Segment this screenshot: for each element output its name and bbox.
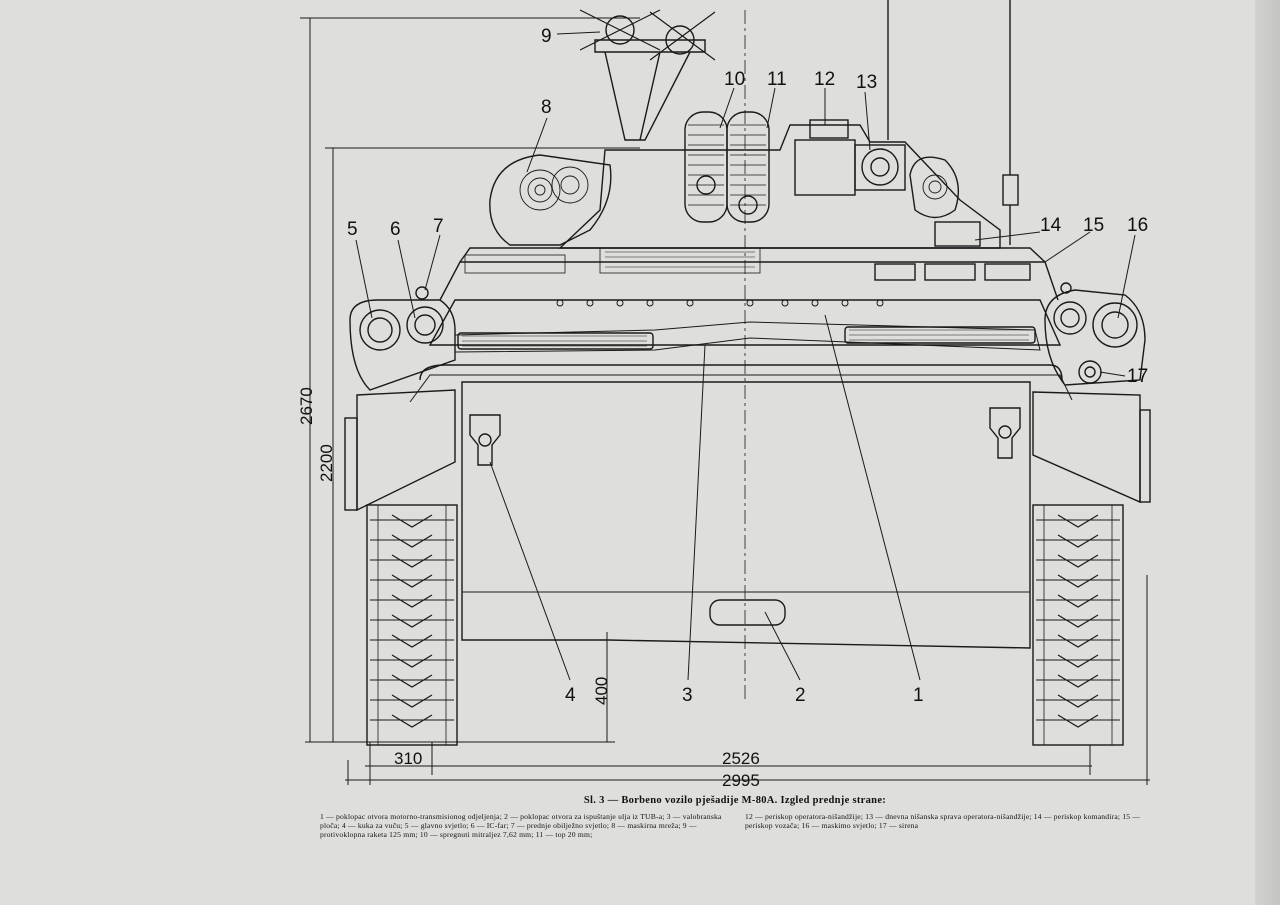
dim-track-gauge: 2526 (722, 749, 760, 768)
callout-15: 15 (1083, 215, 1104, 236)
legend-right: 12 — periskop operatora-nišandžije; 13 —… (745, 812, 1141, 831)
missile-launcher (579, 9, 716, 141)
caption-title: Sl. 3 — Borbeno vozilo pješadije M-80A. … (583, 795, 887, 806)
guns (684, 111, 770, 223)
right-track (1032, 504, 1124, 746)
turret (558, 119, 1001, 249)
callout-2: 2 (795, 685, 806, 706)
dim-hull-height: 2200 (317, 444, 336, 482)
dimension-labels: 2670 2200 400 310 2526 2995 (297, 387, 760, 790)
glacis-rivets (556, 299, 884, 307)
antennas (887, 0, 1019, 245)
dim-total-height: 2670 (297, 387, 316, 425)
callout-12: 12 (814, 69, 835, 90)
callout-13: 13 (856, 72, 877, 93)
hull (344, 247, 1151, 649)
callout-11: 11 (767, 69, 787, 90)
callout-5: 5 (347, 219, 358, 240)
wave-breaker-plate (454, 321, 1041, 353)
dimension-lines (300, 17, 1150, 785)
figure-caption: Sl. 3 — Borbeno vozilo pješadije M-80A. … (320, 795, 1150, 840)
callout-8: 8 (541, 97, 552, 118)
page-edge-shadow (1255, 0, 1280, 905)
left-lights (349, 286, 456, 391)
camouflage-net (489, 154, 959, 246)
callout-17: 17 (1127, 366, 1148, 387)
callout-9: 9 (541, 26, 552, 47)
callout-3: 3 (682, 685, 693, 706)
dim-track-width: 310 (394, 749, 422, 768)
callout-7: 7 (433, 216, 444, 237)
callout-16: 16 (1127, 215, 1148, 236)
towing-hooks (469, 407, 1021, 466)
dim-ground-clearance: 400 (592, 677, 611, 705)
callout-numbers: 1 2 3 4 5 6 7 8 9 10 11 12 13 14 15 16 1… (347, 26, 1148, 706)
callout-6: 6 (390, 219, 401, 240)
callout-14: 14 (1040, 215, 1062, 236)
callout-10: 10 (724, 69, 745, 90)
driver-periscopes (464, 247, 1031, 281)
oil-drain-hatch (709, 599, 786, 626)
dim-overall-width: 2995 (722, 771, 760, 790)
left-track (366, 504, 458, 746)
callout-1: 1 (913, 685, 924, 706)
callout-4: 4 (565, 685, 576, 706)
leader-lines (355, 31, 1136, 681)
legend-left: 1 — poklopac otvora motorno-transmisiono… (320, 812, 722, 840)
